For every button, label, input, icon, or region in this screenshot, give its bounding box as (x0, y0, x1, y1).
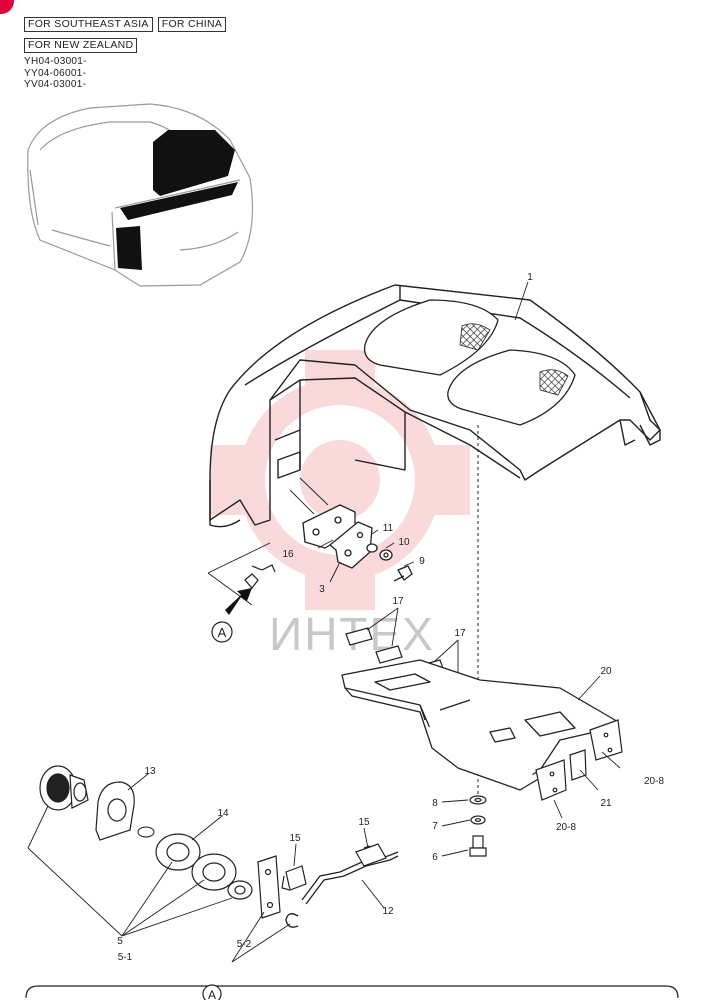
region-row-1: FOR SOUTHEAST ASIA FOR CHINA (24, 17, 227, 32)
region-new-zealand: FOR NEW ZEALAND (24, 38, 138, 53)
canopy-roof (209, 284, 661, 528)
callout-7: 7 (432, 821, 438, 832)
connector-15a (281, 865, 307, 891)
view-a-circle-bottom (202, 984, 222, 1000)
base-plate (341, 659, 616, 791)
callout-15a: 15 (289, 833, 301, 844)
oring (137, 826, 155, 838)
callout-21: 21 (600, 798, 612, 809)
callout-1: 1 (527, 272, 533, 283)
callout-5: 5 (117, 936, 123, 947)
canopy-window-front (363, 299, 499, 376)
callout-5-1: 5-1 (118, 952, 133, 963)
callout-20: 20 (600, 666, 612, 677)
region-southeast-asia: FOR SOUTHEAST ASIA (24, 17, 153, 32)
region-row-2: FOR NEW ZEALAND (24, 38, 138, 53)
base-leaders (553, 675, 621, 819)
region-china: FOR CHINA (157, 17, 227, 32)
mat-leaders (366, 607, 459, 678)
bolt-leaders (441, 799, 471, 857)
canopy-window-rear (447, 349, 576, 426)
cable-connector-small (244, 564, 276, 593)
view-a-circle-top (211, 621, 233, 643)
serial-yy04: YY04-06001- (24, 67, 87, 79)
callout-15b: 15 (358, 817, 370, 828)
lamp-socket (39, 765, 89, 811)
callout-12: 12 (382, 906, 394, 917)
latch-leader-lines (289, 477, 415, 583)
lamp-bracket-13 (95, 781, 135, 841)
callout-11: 11 (383, 523, 394, 534)
lamp-ring-14 (155, 833, 253, 900)
view-a-arrow (225, 588, 252, 615)
lamp-plate-5-2 (257, 855, 281, 919)
callout-17a: 17 (392, 596, 404, 607)
lamp-clip (285, 913, 299, 928)
callout-17b: 17 (454, 628, 466, 639)
callout-8: 8 (432, 798, 438, 809)
callout-3: 3 (319, 584, 325, 595)
callout-20-8a: 20-8 (644, 776, 664, 787)
thumbnail-highlight (116, 130, 238, 270)
view-a-label-bottom: A (208, 988, 216, 1000)
watermark-logo (210, 350, 470, 610)
callout-6: 6 (432, 852, 438, 863)
callout-labels: 1 3 5 5-1 5-2 6 7 8 9 10 11 12 13 14 15 … (117, 272, 664, 963)
leader-1 (514, 281, 529, 321)
callout-5-2: 5-2 (237, 939, 252, 950)
latch-assembly (302, 504, 413, 582)
serial-list: YH04-03001- YY04-06001- YV04-03001- (24, 56, 87, 91)
serial-yh04: YH04-03001- (24, 56, 87, 67)
view-a-label-top: A (218, 625, 227, 640)
serial-yv04: YV04-03001- (24, 79, 87, 90)
bracket-20-8 (535, 719, 623, 801)
callout-20-8b: 20-8 (556, 822, 576, 833)
view-a-detail-leaders (27, 773, 385, 963)
view-a-brace (25, 985, 679, 999)
callout-13: 13 (144, 766, 156, 777)
bolt-stack (469, 795, 487, 857)
callout-10: 10 (398, 537, 410, 548)
connector-15b (355, 843, 387, 867)
view-a-leaders (207, 542, 271, 606)
wire-harness-12 (301, 851, 399, 905)
callout-9: 9 (419, 556, 425, 567)
callout-16: 16 (282, 549, 294, 560)
callout-14: 14 (217, 808, 229, 819)
